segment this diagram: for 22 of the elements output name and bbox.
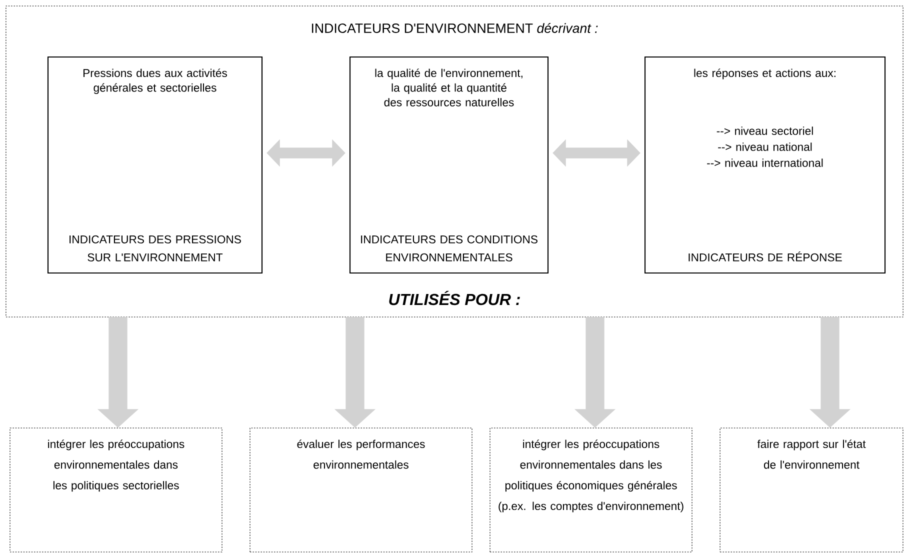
indicator-box — [47, 56, 263, 274]
box-text: les réponses et actions aux: — [694, 68, 836, 80]
box-text: intégrer les préoccupations environnementales dans les politiques économiques générales (p.ex. les comptes d'environnement) — [498, 440, 684, 512]
box-text: la qualité de l'environnement, la qualité et la quantité des ressources naturelles — [375, 68, 522, 106]
box-text: évaluer les performances environnementales — [297, 440, 425, 469]
heading: INDICATEURS D'ENVIRONNEMENT décrivant : — [312, 23, 598, 33]
subheading: UTILISÉS POUR : — [389, 290, 520, 306]
box-heading: INDICATEURS DES PRESSIONS SUR L'ENVIRONNEMENT — [70, 235, 241, 262]
box-text: intégrer les préoccupations environnementales dans les politiques sectorielles — [48, 440, 184, 492]
box-text: --> niveau international — [707, 158, 823, 167]
box-heading: INDICATEURS DE RÉPONSE — [688, 251, 842, 262]
box-text: faire rapport sur l'état de l'environnement — [757, 440, 866, 469]
use-box — [490, 428, 692, 552]
use-box — [720, 428, 904, 552]
use-box — [250, 428, 472, 552]
box-heading: INDICATEURS DES CONDITIONS ENVIRONNEMENTALES — [361, 235, 538, 262]
indicator-box — [644, 56, 886, 274]
box-text: --> niveau national — [718, 142, 812, 151]
indicator-box — [349, 56, 549, 274]
use-box — [10, 428, 222, 552]
box-text: --> niveau sectoriel — [716, 126, 813, 135]
box-text: Pressions dues aux activités générales et sectorielles — [83, 68, 227, 94]
